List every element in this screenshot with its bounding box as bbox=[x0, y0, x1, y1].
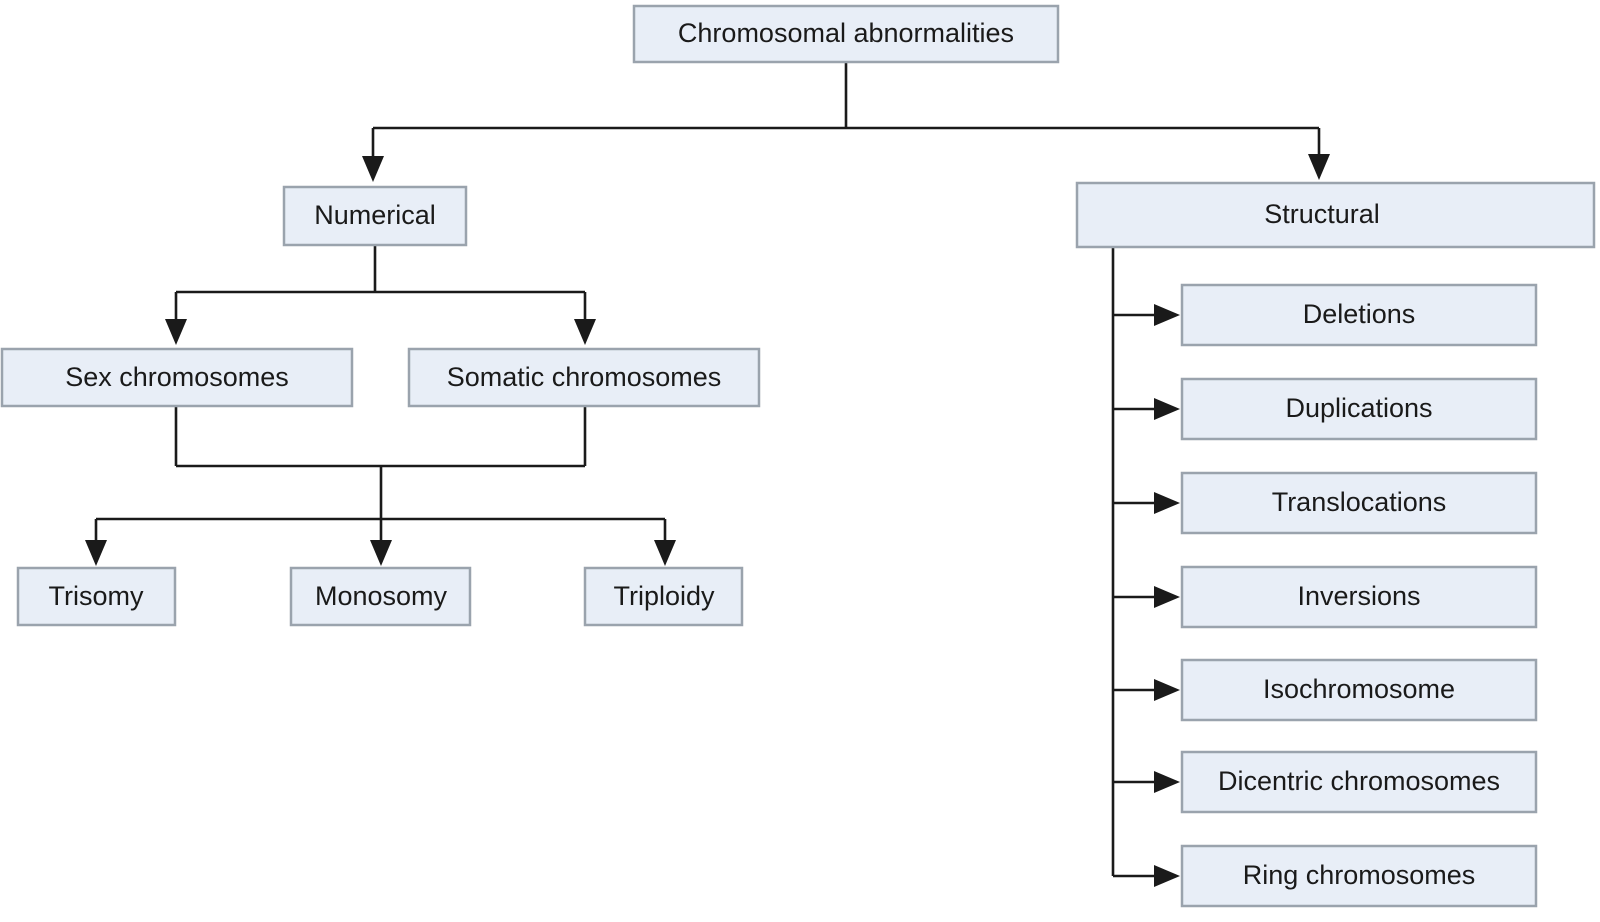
node-trisomy[interactable]: Trisomy bbox=[16, 566, 177, 627]
node-box-dicentric-chromosomes[interactable] bbox=[1180, 750, 1538, 814]
node-label-structural: Structural bbox=[1264, 199, 1380, 229]
node-label-sex-chromosomes: Sex chromosomes bbox=[65, 362, 289, 392]
node-label-duplications: Duplications bbox=[1285, 393, 1432, 423]
arrow-head-duplications bbox=[1154, 398, 1180, 420]
node-box-trisomy[interactable] bbox=[16, 566, 177, 627]
node-numerical[interactable]: Numerical bbox=[282, 185, 468, 247]
node-label-translocations: Translocations bbox=[1272, 487, 1447, 517]
node-box-duplications[interactable] bbox=[1180, 377, 1538, 441]
node-box-isochromosome[interactable] bbox=[1180, 658, 1538, 722]
node-layer: Chromosomal abnormalities Numerical Stru… bbox=[0, 4, 1596, 908]
node-deletions[interactable]: Deletions bbox=[1180, 283, 1538, 347]
arrow-head-numerical bbox=[362, 156, 384, 182]
arrow-head-somatic-chromosomes bbox=[574, 319, 596, 345]
node-isochromosome[interactable]: Isochromosome bbox=[1180, 658, 1538, 722]
node-box-translocations[interactable] bbox=[1180, 471, 1538, 535]
node-box-inversions[interactable] bbox=[1180, 565, 1538, 629]
arrow-head-ring-chromosomes bbox=[1154, 865, 1180, 887]
arrow-head-structural bbox=[1308, 154, 1330, 180]
node-label-ring-chromosomes: Ring chromosomes bbox=[1243, 860, 1476, 890]
node-box-ring-chromosomes[interactable] bbox=[1180, 844, 1538, 908]
arrow-head-deletions bbox=[1154, 304, 1180, 326]
node-label-numerical: Numerical bbox=[314, 200, 436, 230]
node-ring-chromosomes[interactable]: Ring chromosomes bbox=[1180, 844, 1538, 908]
node-triploidy[interactable]: Triploidy bbox=[583, 566, 744, 627]
node-box-structural[interactable] bbox=[1075, 181, 1596, 249]
node-box-triploidy[interactable] bbox=[583, 566, 744, 627]
node-box-deletions[interactable] bbox=[1180, 283, 1538, 347]
node-box-numerical[interactable] bbox=[282, 185, 468, 247]
node-sex-chromosomes[interactable]: Sex chromosomes bbox=[0, 347, 354, 408]
node-label-deletions: Deletions bbox=[1303, 299, 1416, 329]
node-label-isochromosome: Isochromosome bbox=[1263, 674, 1455, 704]
arrow-head-trisomy bbox=[85, 540, 107, 566]
node-inversions[interactable]: Inversions bbox=[1180, 565, 1538, 629]
node-label-monosomy: Monosomy bbox=[315, 581, 448, 611]
node-translocations[interactable]: Translocations bbox=[1180, 471, 1538, 535]
node-label-dicentric-chromosomes: Dicentric chromosomes bbox=[1218, 766, 1500, 796]
node-label-triploidy: Triploidy bbox=[613, 581, 715, 611]
node-box-somatic-chromosomes[interactable] bbox=[407, 347, 761, 408]
node-monosomy[interactable]: Monosomy bbox=[289, 566, 472, 627]
node-box-sex-chromosomes[interactable] bbox=[0, 347, 354, 408]
connector-layer bbox=[85, 62, 1330, 887]
arrow-head-inversions bbox=[1154, 586, 1180, 608]
node-label-trisomy: Trisomy bbox=[49, 581, 144, 611]
arrow-head-sex-chromosomes bbox=[165, 319, 187, 345]
node-label-somatic-chromosomes: Somatic chromosomes bbox=[447, 362, 722, 392]
node-duplications[interactable]: Duplications bbox=[1180, 377, 1538, 441]
arrow-head-triploidy bbox=[654, 540, 676, 566]
node-dicentric-chromosomes[interactable]: Dicentric chromosomes bbox=[1180, 750, 1538, 814]
node-label-inversions: Inversions bbox=[1297, 581, 1420, 611]
node-box-monosomy[interactable] bbox=[289, 566, 472, 627]
arrow-head-monosomy bbox=[370, 540, 392, 566]
node-somatic-chromosomes[interactable]: Somatic chromosomes bbox=[407, 347, 761, 408]
node-box-root[interactable] bbox=[632, 4, 1060, 64]
node-chromosomal-abnormalities[interactable]: Chromosomal abnormalities bbox=[632, 4, 1060, 64]
arrow-head-translocations bbox=[1154, 492, 1180, 514]
arrow-head-dicentric-chromosomes bbox=[1154, 771, 1180, 793]
node-structural[interactable]: Structural bbox=[1075, 181, 1596, 249]
arrow-head-isochromosome bbox=[1154, 679, 1180, 701]
node-label-root: Chromosomal abnormalities bbox=[678, 18, 1014, 48]
